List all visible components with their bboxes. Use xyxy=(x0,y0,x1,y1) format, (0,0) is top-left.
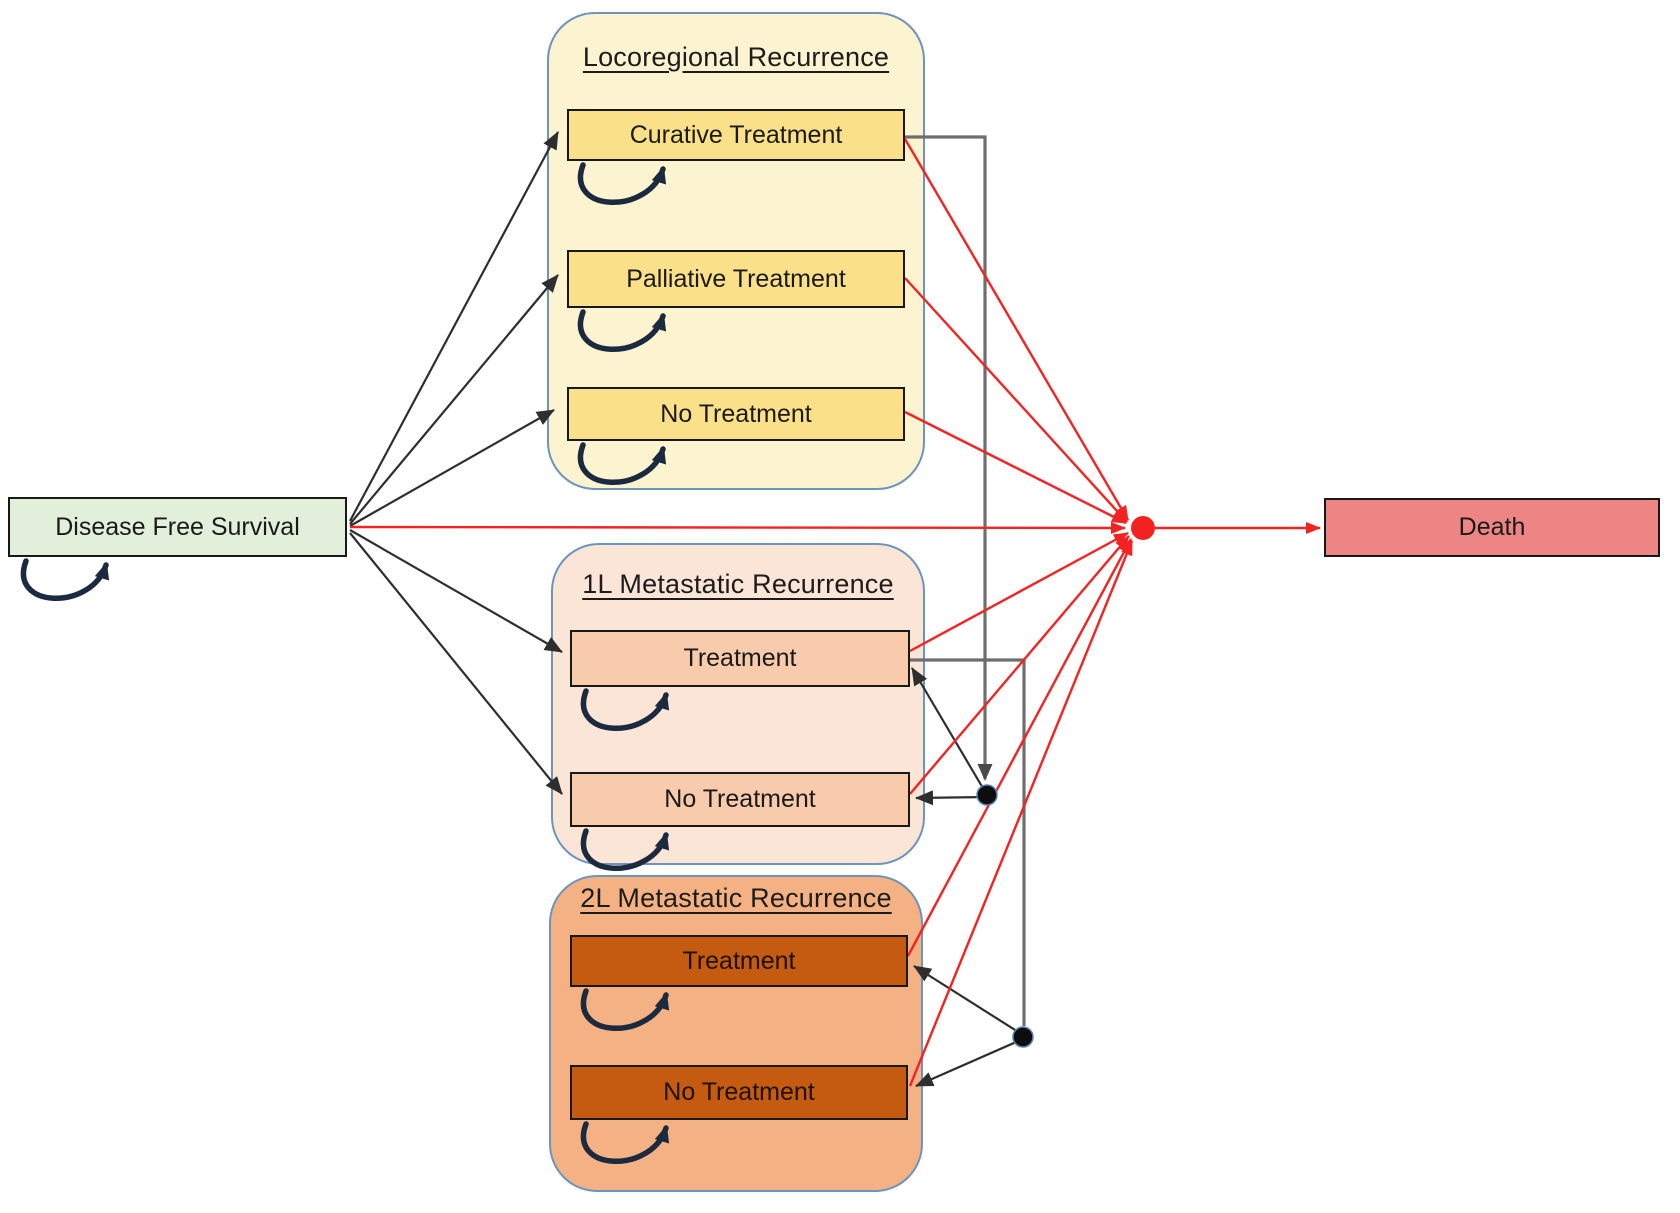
state-1l-no-treatment: No Treatment xyxy=(570,772,910,827)
edge-2l-junction-to-treatment xyxy=(913,965,1024,1036)
state-2l-treatment: Treatment xyxy=(570,935,908,987)
group-title-1l-metastatic: 1L Metastatic Recurrence xyxy=(582,569,894,599)
edge-2l-no-treatment-to-death xyxy=(908,540,1134,1087)
edge-2l-junction-to-no-treatment xyxy=(915,1037,1024,1088)
edge-1l-treatment-to-death xyxy=(909,531,1129,653)
edge-dfs-to-loco-no-treatment xyxy=(349,409,555,527)
edge-palliative-to-death xyxy=(904,277,1128,523)
state-curative-treatment: Curative Treatment xyxy=(567,109,905,161)
edge-2l-treatment-to-death xyxy=(906,538,1133,957)
edge-dfs-to-1l-treatment xyxy=(349,529,563,653)
group-2l-metastatic-recurrence: 2L Metastatic Recurrence xyxy=(549,875,923,1192)
edge-1l-treatment-to-2l-junction xyxy=(910,658,1026,1026)
group-title-locoregional: Locoregional Recurrence xyxy=(582,42,890,72)
edge-1l-junction-to-no-treatment xyxy=(915,790,988,806)
junction-dot-1l xyxy=(976,784,998,806)
edge-curative-to-death xyxy=(903,138,1130,521)
edge-dfs-to-palliative xyxy=(349,274,559,525)
state-2l-no-treatment: No Treatment xyxy=(570,1065,908,1120)
state-disease-free-survival: Disease Free Survival xyxy=(8,497,347,557)
edge-dfs-to-1l-no-treatment xyxy=(349,532,563,795)
group-title-2l-metastatic: 2L Metastatic Recurrence xyxy=(580,883,892,913)
state-1l-treatment: Treatment xyxy=(570,630,910,687)
edge-loco-no-treatment-to-death xyxy=(904,410,1127,525)
edge-dfs-to-curative xyxy=(349,131,559,522)
state-death: Death xyxy=(1324,498,1660,557)
edge-1l-no-treatment-to-death xyxy=(909,535,1130,795)
death-junction-dot xyxy=(1131,516,1155,540)
junction-dot-2l xyxy=(1012,1026,1034,1048)
state-loco-no-treatment: No Treatment xyxy=(567,387,905,441)
state-palliative-treatment: Palliative Treatment xyxy=(567,250,905,308)
edge-dfs-to-death xyxy=(349,521,1126,534)
self-loop-dfs xyxy=(20,558,110,601)
